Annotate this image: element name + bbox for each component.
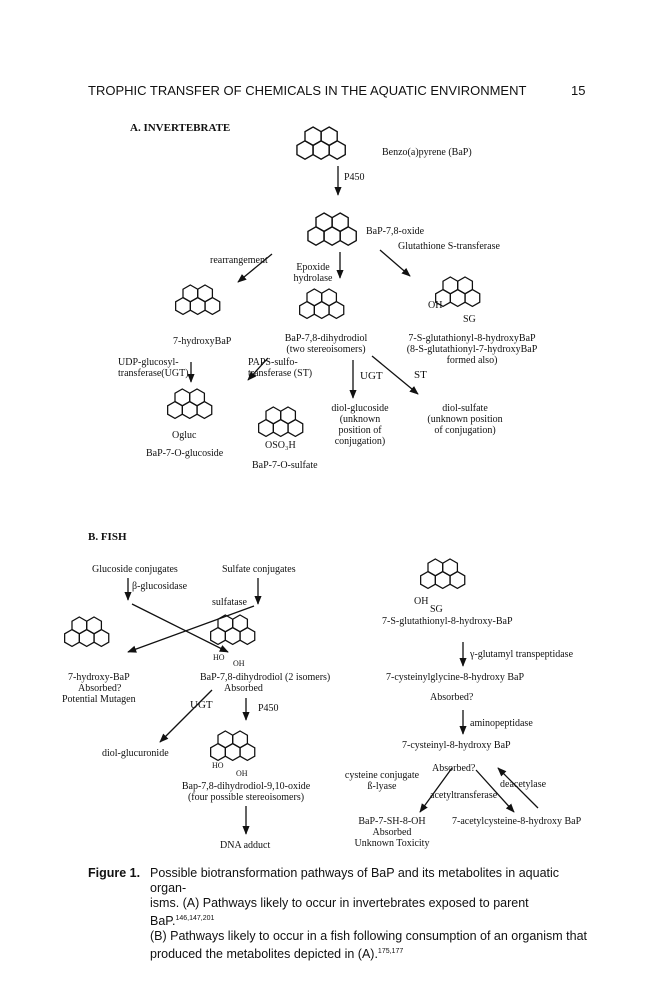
sulfatase-label: sulfatase [212, 597, 247, 608]
deacetylase-label: deacetylase [500, 779, 547, 790]
arrow-acetyltransferase [475, 769, 515, 813]
page-number: 15 [571, 83, 586, 98]
oh-label: OH [428, 300, 443, 311]
fish-glutathionyl-structure [420, 558, 466, 590]
section-a-heading: A. INVERTEBRATE [130, 122, 231, 134]
gst-label: Glutathione S-transferase [398, 241, 500, 252]
paps-label: PAPS-sulfo-transferase (ST) [248, 357, 313, 379]
bap-label: Benzo(a)pyrene (BaP) [382, 147, 472, 158]
arrow-gluc-to-diol [131, 603, 229, 653]
glutathionyl-label: 7-S-glutathionyl-8-hydroxyBaP(8-S-glutat… [406, 333, 538, 366]
udp-label: UDP-glucosyl-transferase(UGT) [118, 357, 189, 379]
gamma-gt-label: γ-glutamyl transpeptidase [470, 649, 574, 660]
bap-structure [296, 126, 346, 160]
oso3h-label: OSO₃H [265, 440, 296, 451]
arrow-sulf-to-hydroxy [127, 605, 255, 653]
diol-epoxide-structure [210, 730, 256, 762]
arrow-gst [379, 249, 411, 277]
hydroxybap-structure [175, 284, 221, 316]
glucoside-label: BaP-7-O-glucoside [146, 448, 224, 459]
bap-oxide-structure [307, 212, 357, 246]
absorbed-q-label: Absorbed? [430, 692, 474, 703]
fish-glutathionyl-label: 7-S-glutathionyl-8-hydroxy-BaP [382, 616, 513, 627]
hydroxy-bap-label: 7-hydroxyBaP [173, 336, 232, 347]
running-header: TROPHIC TRANSFER OF CHEMICALS IN THE AQU… [88, 83, 527, 98]
fish-hydroxybap-structure [64, 616, 110, 648]
arrow-rearrangement [237, 253, 273, 283]
glucoside-structure [167, 388, 213, 420]
ugt-b-label: UGT [190, 699, 213, 711]
fish-oh-label: OH [414, 596, 429, 607]
ogluc-label: Ogluc [172, 430, 197, 441]
arrow-deacetylase [497, 767, 539, 809]
glucoside-conjugates-label: Glucoside conjugates [92, 564, 178, 575]
absorbed-q2-label: Absorbed? [432, 763, 476, 774]
fish-hydroxy-bap-label: 7-hydroxy-BaP Absorbed? Potential Mutage… [62, 672, 136, 705]
fish-diol-oh-label: OH [233, 659, 245, 668]
dihydrodiol-label: BaP-7,8-dihydrodiol(two stereoisomers) [284, 333, 368, 355]
sg-label: SG [463, 314, 476, 325]
fish-diol-ho-label: HO [213, 653, 225, 662]
acetyltransferase-label: acetyltransferase [430, 790, 498, 801]
figure-label: Figure 1. [88, 866, 141, 880]
fish-dihydrodiol-label: BaP-7,8-dihydrodiol (2 isomers) Absorbed [200, 672, 331, 694]
arrow-lyase [419, 767, 453, 813]
oxide-label: BaP-7,8-oxide [366, 226, 425, 237]
figure-caption: Possible biotransformation pathways of B… [150, 866, 588, 962]
section-b-heading: B. FISH [88, 531, 127, 543]
diol-glucuronide-label: diol-glucuronide [102, 748, 169, 759]
arrow-st [371, 355, 419, 395]
b-glucosidase-label: β-glucosidase [132, 581, 188, 592]
arrow-ugt-b [159, 689, 213, 743]
dihydrodiol-structure [299, 288, 345, 320]
p450-label: P450 [344, 172, 365, 183]
arrow-paps [247, 357, 269, 381]
diol-epoxide-label: Bap-7,8-dihydrodiol-9,10-oxide(four poss… [181, 781, 311, 803]
cysteinylglycine-label: 7-cysteinylglycine-8-hydroxy BaP [386, 672, 525, 683]
ugt-label: UGT [360, 370, 383, 382]
epoxide-oh-label: OH [236, 769, 248, 778]
st-label: ST [414, 369, 427, 381]
cysteinyl-label: 7-cysteinyl-8-hydroxy BaP [402, 740, 511, 751]
sulfate-conjugates-label: Sulfate conjugates [222, 564, 296, 575]
p450-b-label: P450 [258, 703, 279, 714]
acetylcysteine-label: 7-acetylcysteine-8-hydroxy BaP [452, 816, 582, 827]
aminopeptidase-label: aminopeptidase [470, 718, 533, 729]
dna-adduct-label: DNA adduct [220, 840, 271, 851]
epoxide-ho-label: HO [212, 761, 224, 770]
sulfate-structure [258, 406, 304, 438]
rearrangement-label: rearrangement [210, 255, 268, 266]
fish-sg-label: SG [430, 604, 443, 615]
sulfate-label: BaP-7-O-sulfate [252, 460, 318, 471]
